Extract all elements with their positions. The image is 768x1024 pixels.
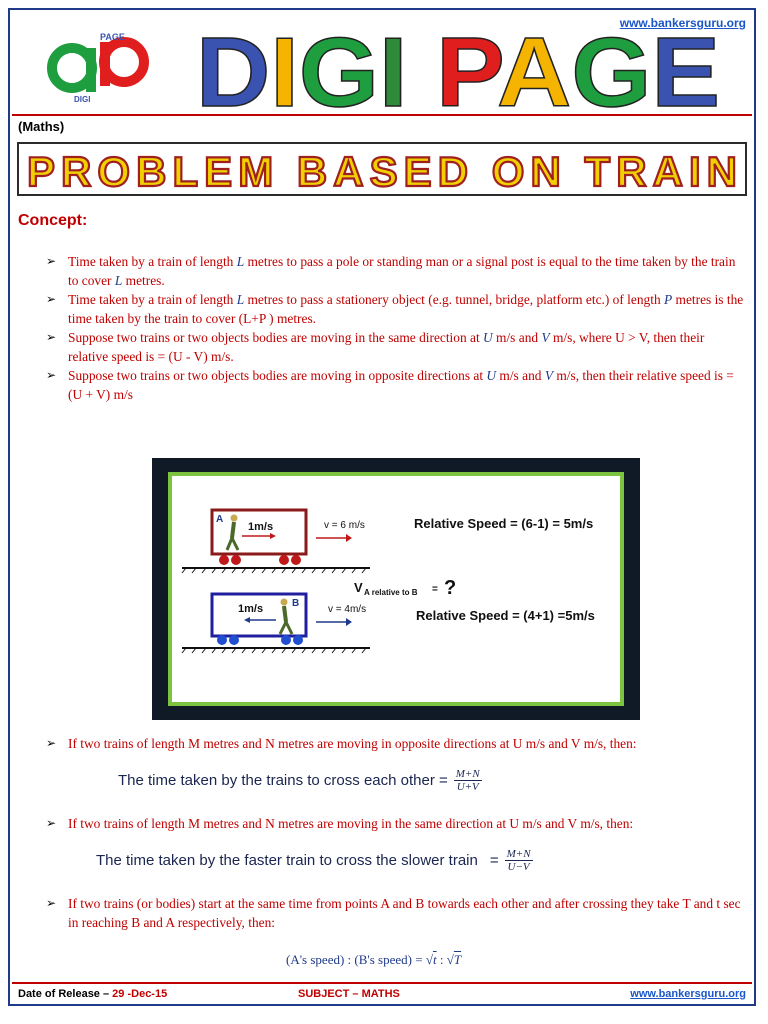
- concept-bullet: ➢Time taken by a train of length L metre…: [46, 254, 736, 288]
- formula-opposite: The time taken by the trains to cross ea…: [118, 768, 482, 793]
- relative-velocity-question: V A relative to B = ?: [354, 577, 456, 599]
- title-letter: P: [436, 28, 502, 112]
- concept-heading: Concept:: [18, 212, 88, 229]
- page-title-text: DIGI PAGE: [196, 28, 720, 112]
- formula-text: The time taken by the faster train to cr…: [96, 852, 478, 869]
- release-date: 29 -Dec-15: [112, 988, 168, 1000]
- walking-man-icon: [225, 514, 240, 551]
- concept-list: ➢Time taken by a train of length L metre…: [46, 252, 746, 404]
- logo-page-text: PAGE: [100, 32, 125, 42]
- rule-text: ➢If two trains (or bodies) start at the …: [46, 896, 741, 930]
- rule-text: ➢If two trains of length M metres and N …: [46, 816, 634, 831]
- train-b: B 1m/s: [210, 592, 308, 645]
- arrow-right-icon: [316, 534, 352, 542]
- car-a-speed: 1m/s: [248, 521, 273, 533]
- arrow-bullet-icon: ➢: [46, 254, 57, 268]
- speed-ratio: (A's speed) : (B's speed) = √t : √T: [286, 952, 462, 967]
- title-letter: D: [196, 28, 270, 112]
- arrow-bullet-icon: ➢: [46, 816, 57, 830]
- track-a: [181, 567, 370, 574]
- arrow-bullet-icon: ➢: [46, 330, 57, 344]
- page-border: [8, 8, 756, 1006]
- title-letter: [407, 28, 436, 112]
- car-a-label: A: [216, 514, 223, 525]
- title-letter: A: [497, 28, 571, 112]
- title-letter: I: [379, 28, 408, 112]
- svg-text:?: ?: [444, 577, 456, 599]
- topic-banner-text: PROBLEM BASED ON TRAIN: [27, 148, 737, 194]
- car-b-label: B: [292, 598, 299, 609]
- walking-man-icon: [278, 598, 294, 635]
- rule-2: ➢If two trains of length M metres and N …: [46, 814, 746, 833]
- logo-digi-text: DIGI: [74, 95, 90, 104]
- sqrt-icon: √: [446, 952, 454, 967]
- arrow-bullet-icon: ➢: [46, 736, 57, 750]
- track-b: [181, 647, 370, 654]
- svg-text:=: =: [432, 584, 438, 595]
- header-site-link[interactable]: www.bankersguru.org: [619, 16, 746, 30]
- relative-speed-a: Relative Speed = (6-1) = 5m/s: [414, 516, 593, 531]
- arrow-bullet-icon: ➢: [46, 368, 57, 382]
- svg-text:A relative to B: A relative to B: [364, 588, 418, 597]
- rule-1: ➢If two trains of length M metres and N …: [46, 734, 746, 753]
- arrow-right-icon: [316, 618, 352, 626]
- train-a: A 1m/s: [210, 508, 308, 565]
- page-title: DIGI PAGE: [196, 28, 721, 112]
- relative-speed-diagram: A 1m/s v = 6 m/s Relative Speed = (6-1) …: [152, 458, 640, 720]
- title-letter: E: [651, 28, 720, 112]
- title-letter: G: [571, 28, 651, 112]
- subject-tag: (Maths): [18, 119, 65, 134]
- svg-text:V: V: [354, 580, 363, 595]
- concept-bullet: ➢Suppose two trains or two objects bodie…: [46, 330, 705, 364]
- footer-site-link[interactable]: www.bankersguru.org: [630, 988, 746, 1000]
- footer-divider: [12, 982, 752, 984]
- formula-same: The time taken by the faster train to cr…: [96, 848, 533, 873]
- concept-bullet: ➢Time taken by a train of length L metre…: [46, 292, 744, 326]
- rule-text: ➢If two trains of length M metres and N …: [46, 736, 637, 751]
- formula-text: The time taken by the trains to cross ea…: [118, 772, 448, 789]
- arrow-bullet-icon: ➢: [46, 292, 57, 306]
- sqrt-icon: √: [425, 952, 433, 967]
- title-letter: G: [299, 28, 379, 112]
- train-b-speed: v = 4m/s: [328, 604, 366, 615]
- title-letter: I: [270, 28, 299, 112]
- concept-bullet: ➢Suppose two trains or two objects bodie…: [46, 368, 734, 402]
- footer-subject: SUBJECT – MATHS: [298, 988, 400, 1000]
- release-info: Date of Release – 29 -Dec-15: [18, 988, 168, 1000]
- rule-3: ➢If two trains (or bodies) start at the …: [46, 894, 746, 932]
- relative-speed-b: Relative Speed = (4+1) =5m/s: [416, 608, 595, 623]
- arrow-bullet-icon: ➢: [46, 896, 57, 910]
- topic-banner: PROBLEM BASED ON TRAIN: [17, 142, 747, 196]
- header-divider: [12, 114, 752, 116]
- car-b-speed: 1m/s: [238, 603, 263, 615]
- train-a-speed: v = 6 m/s: [324, 520, 365, 531]
- digi-page-logo: PAGE DIGI: [47, 32, 149, 104]
